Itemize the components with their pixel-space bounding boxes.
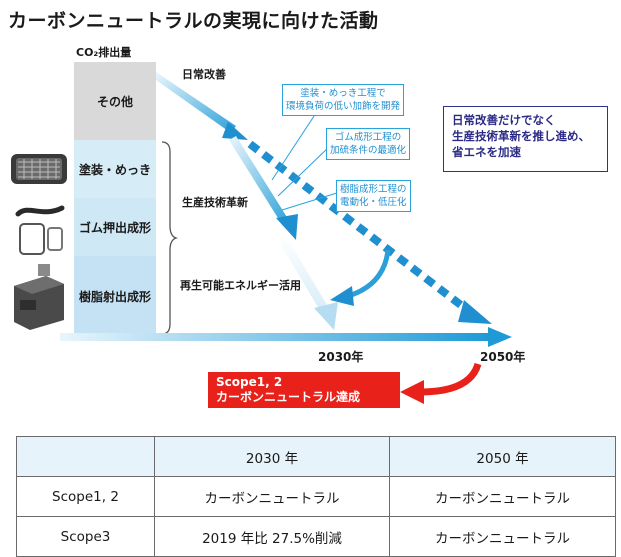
painting-callout: 塗装・めっき工程で 環境負荷の低い加飾を開発 (282, 84, 405, 116)
year-2050-label: 2050年 (480, 350, 526, 364)
table-header-cell: 2050 年 (389, 436, 616, 477)
table-header-cell: 2030 年 (154, 436, 390, 477)
segment-rubber: ゴム押出成形 (74, 198, 156, 256)
goal-badge: Scope1, 2 カーボンニュートラル達成 (208, 372, 400, 408)
daily-improvement-label: 日常改善 (182, 68, 226, 81)
table-row: Scope1, 2 カーボンニュートラル カーボンニュートラル (16, 476, 616, 517)
reduction-diagram (60, 72, 512, 404)
grille-product-icon (11, 154, 67, 184)
table-cell: 2019 年比 27.5%削減 (154, 516, 390, 557)
rubber-callout: ゴム成形工程の 加硫条件の最適化 (326, 128, 411, 160)
resin-part-icon (14, 264, 64, 330)
table-cell: Scope3 (16, 516, 155, 557)
strategy-note: 日常改善だけでなく 生産技術革新を推し進め、 省エネを加速 (443, 106, 608, 172)
tech-brace (161, 141, 178, 335)
resin-callout: 樹脂成形工程の 電動化・低圧化 (336, 180, 411, 212)
segment-painting: 塗装・めっき (74, 140, 156, 198)
table-cell: カーボンニュートラル (389, 476, 616, 517)
segment-resin: 樹脂射出成形 (74, 256, 156, 336)
page-title: カーボンニュートラルの実現に向けた活動 (8, 10, 379, 32)
table-header-cell (16, 436, 155, 477)
rubber-seal-icon (15, 205, 65, 255)
table-cell: カーボンニュートラル (154, 476, 390, 517)
table-cell: Scope1, 2 (16, 476, 155, 517)
co2-emissions-label: CO₂排出量 (76, 46, 132, 59)
segment-other: その他 (74, 62, 156, 140)
table-row: Scope3 2019 年比 27.5%削減 カーボンニュートラル (16, 516, 616, 557)
year-2030-label: 2030年 (318, 350, 364, 364)
renewable-energy-label: 再生可能エネルギー活用 (180, 279, 301, 292)
targets-table: 2030 年 2050 年 Scope1, 2 カーボンニュートラル カーボンニ… (16, 436, 616, 557)
table-header-row: 2030 年 2050 年 (16, 436, 616, 477)
table-cell: カーボンニュートラル (389, 516, 616, 557)
tech-innovation-label: 生産技術革新 (182, 196, 248, 209)
